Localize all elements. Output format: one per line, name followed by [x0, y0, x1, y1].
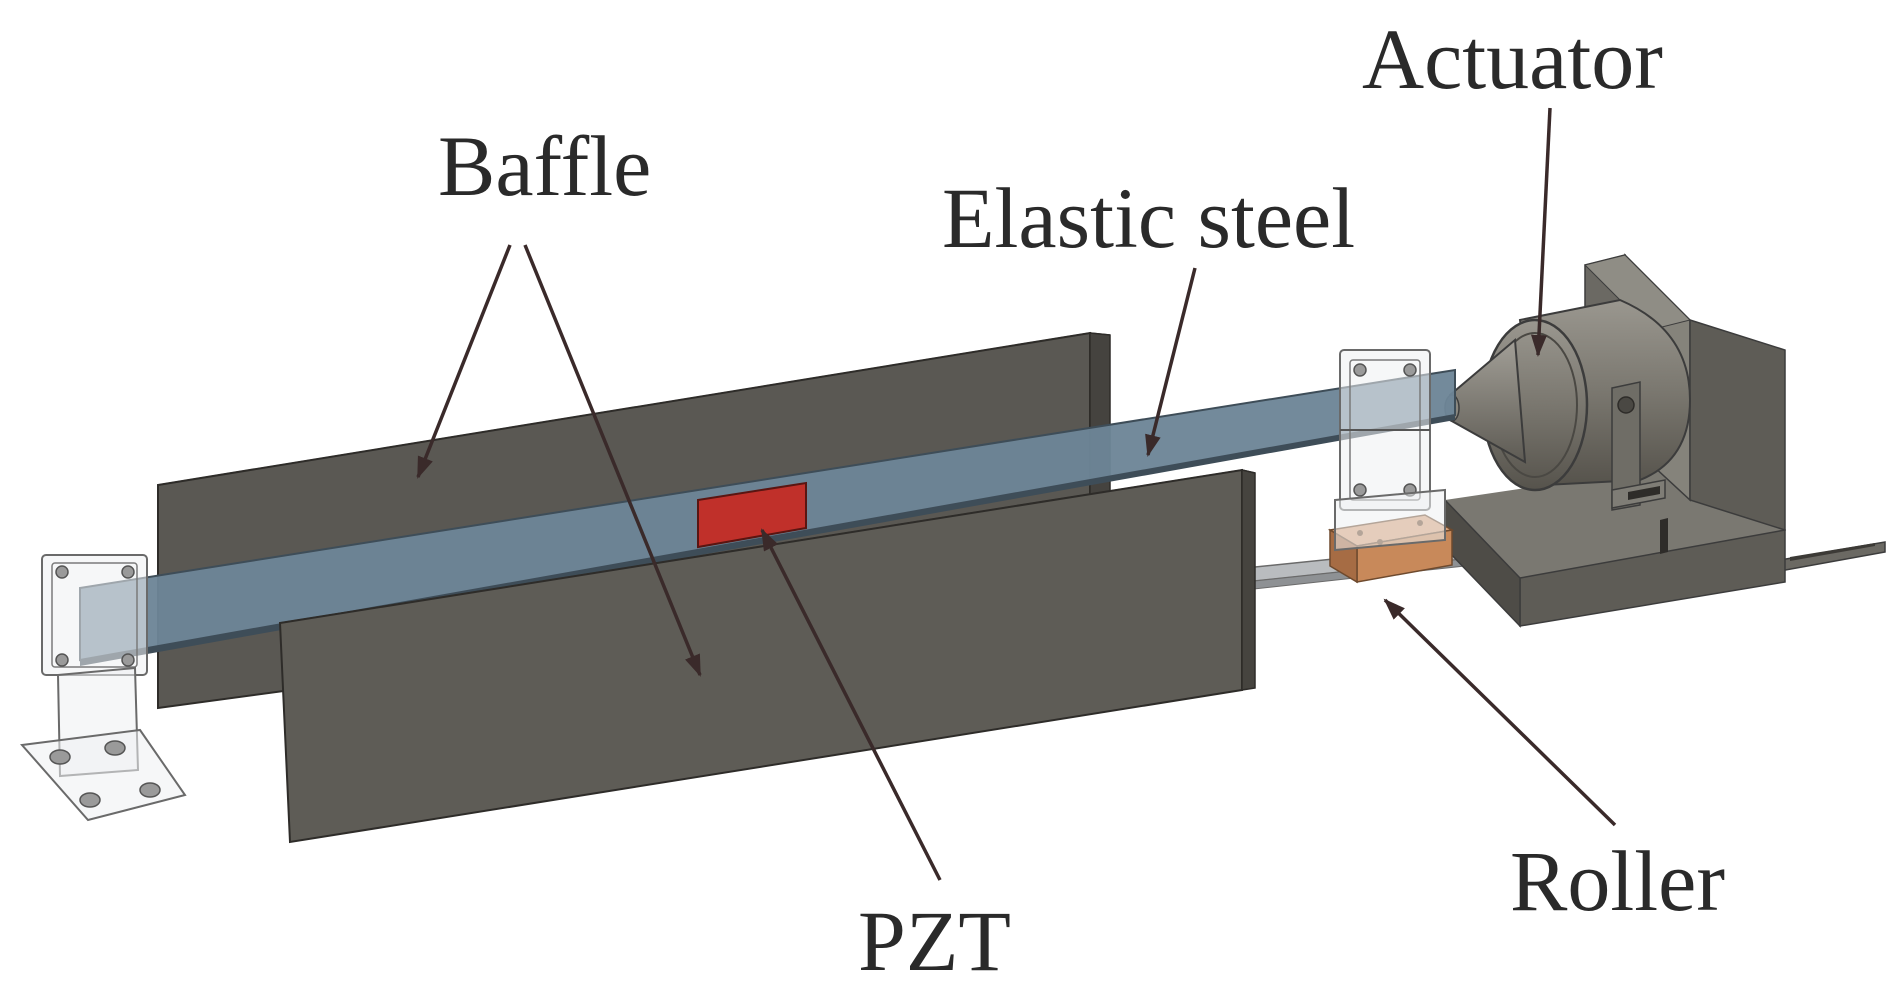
arrow-baffle-back	[416, 244, 512, 479]
label-elastic-steel: Elastic steel	[942, 170, 1355, 266]
arrow-actuator	[1530, 107, 1552, 357]
clamp-right	[1334, 349, 1446, 552]
arrow-pzt	[760, 528, 942, 881]
clamp-left	[20, 554, 187, 822]
label-actuator: Actuator	[1362, 11, 1663, 107]
label-baffle: Baffle	[438, 118, 651, 214]
arrow-elastic-steel	[1145, 267, 1197, 457]
pzt-patch	[697, 481, 807, 549]
annotation-arrows	[416, 107, 1617, 881]
actuator	[1444, 298, 1692, 511]
arrow-baffle-front	[523, 244, 702, 677]
label-pzt: PZT	[858, 893, 1011, 989]
arrow-roller	[1383, 598, 1617, 827]
label-roller: Roller	[1510, 833, 1725, 929]
